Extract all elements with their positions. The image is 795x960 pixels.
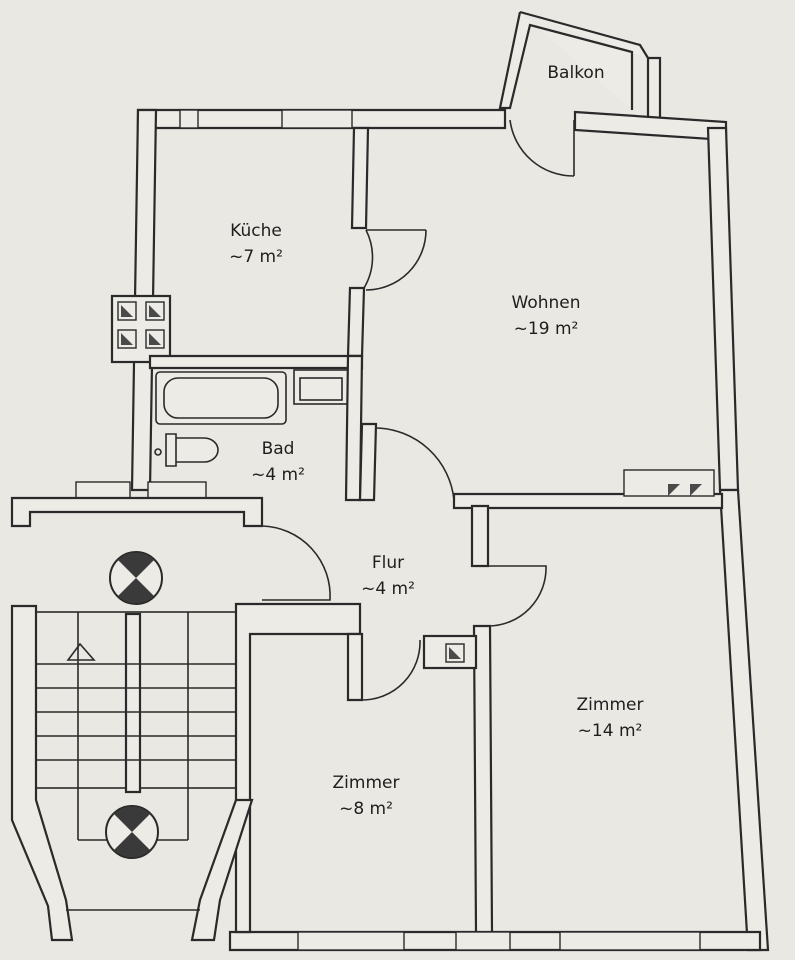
room-label-wohnen: Wohnen ~19 m² bbox=[512, 290, 581, 342]
kitchen-window bbox=[179, 109, 199, 129]
room-name: Wohnen bbox=[511, 293, 581, 313]
door-balcony bbox=[509, 119, 575, 177]
stair-right-wall bbox=[190, 798, 254, 942]
room-area: ~7 m² bbox=[229, 247, 283, 267]
wall-room-large-left bbox=[472, 624, 494, 934]
staircase bbox=[10, 604, 254, 942]
wall-kitchen-bath bbox=[148, 354, 364, 370]
room-area: ~4 m² bbox=[251, 465, 305, 485]
room-name: Bad bbox=[261, 439, 295, 459]
fan-icon bbox=[105, 805, 159, 859]
room-name: Küche bbox=[230, 221, 282, 241]
room-area: ~8 m² bbox=[339, 799, 393, 819]
wall-kitchen-living-lower bbox=[346, 286, 366, 358]
room-name: Zimmer bbox=[332, 773, 400, 793]
sink bbox=[293, 369, 349, 405]
room-name: Zimmer bbox=[576, 695, 644, 715]
room-label-balkon: Balkon bbox=[547, 60, 604, 86]
door-room-large bbox=[487, 565, 547, 627]
bath-bottom-vents bbox=[75, 481, 131, 499]
outer-wall-top-right bbox=[573, 110, 728, 142]
stair-left-wall bbox=[10, 604, 74, 942]
room-name: Balkon bbox=[547, 63, 605, 83]
room-area: ~19 m² bbox=[513, 319, 579, 339]
kitchen-window-2 bbox=[281, 109, 353, 129]
room-label-bad: Bad ~4 m² bbox=[251, 436, 305, 488]
bathtub bbox=[155, 371, 287, 425]
outer-wall-right-upper bbox=[706, 126, 740, 492]
wall-bath-hall-2 bbox=[358, 422, 378, 502]
room-label-zimmer-large: Zimmer ~14 m² bbox=[577, 692, 644, 744]
outer-wall-right-lower bbox=[718, 488, 770, 952]
wall-hall-room-small bbox=[234, 602, 362, 934]
room-area: ~4 m² bbox=[361, 579, 415, 599]
wall-kitchen-living bbox=[350, 126, 370, 230]
window-bottom-2 bbox=[455, 931, 511, 951]
toilet bbox=[165, 433, 219, 467]
room-label-zimmer-small: Zimmer ~8 m² bbox=[333, 770, 400, 822]
door-room-small bbox=[361, 639, 421, 701]
wall-landing-top bbox=[10, 496, 264, 528]
window-bottom-3 bbox=[559, 931, 701, 951]
door-living bbox=[375, 427, 455, 501]
wall-room-small-top bbox=[346, 632, 364, 702]
window-bottom-1 bbox=[297, 931, 405, 951]
fan-icon bbox=[109, 551, 163, 605]
door-entrance bbox=[261, 525, 331, 601]
room-label-kueche: Küche ~7 m² bbox=[229, 218, 283, 270]
wall-hall-room-large bbox=[470, 504, 490, 568]
room-name: Flur bbox=[371, 553, 405, 573]
door-kitchen bbox=[363, 229, 427, 291]
room-area: ~14 m² bbox=[577, 721, 643, 741]
room-label-flur: Flur ~4 m² bbox=[361, 550, 415, 602]
